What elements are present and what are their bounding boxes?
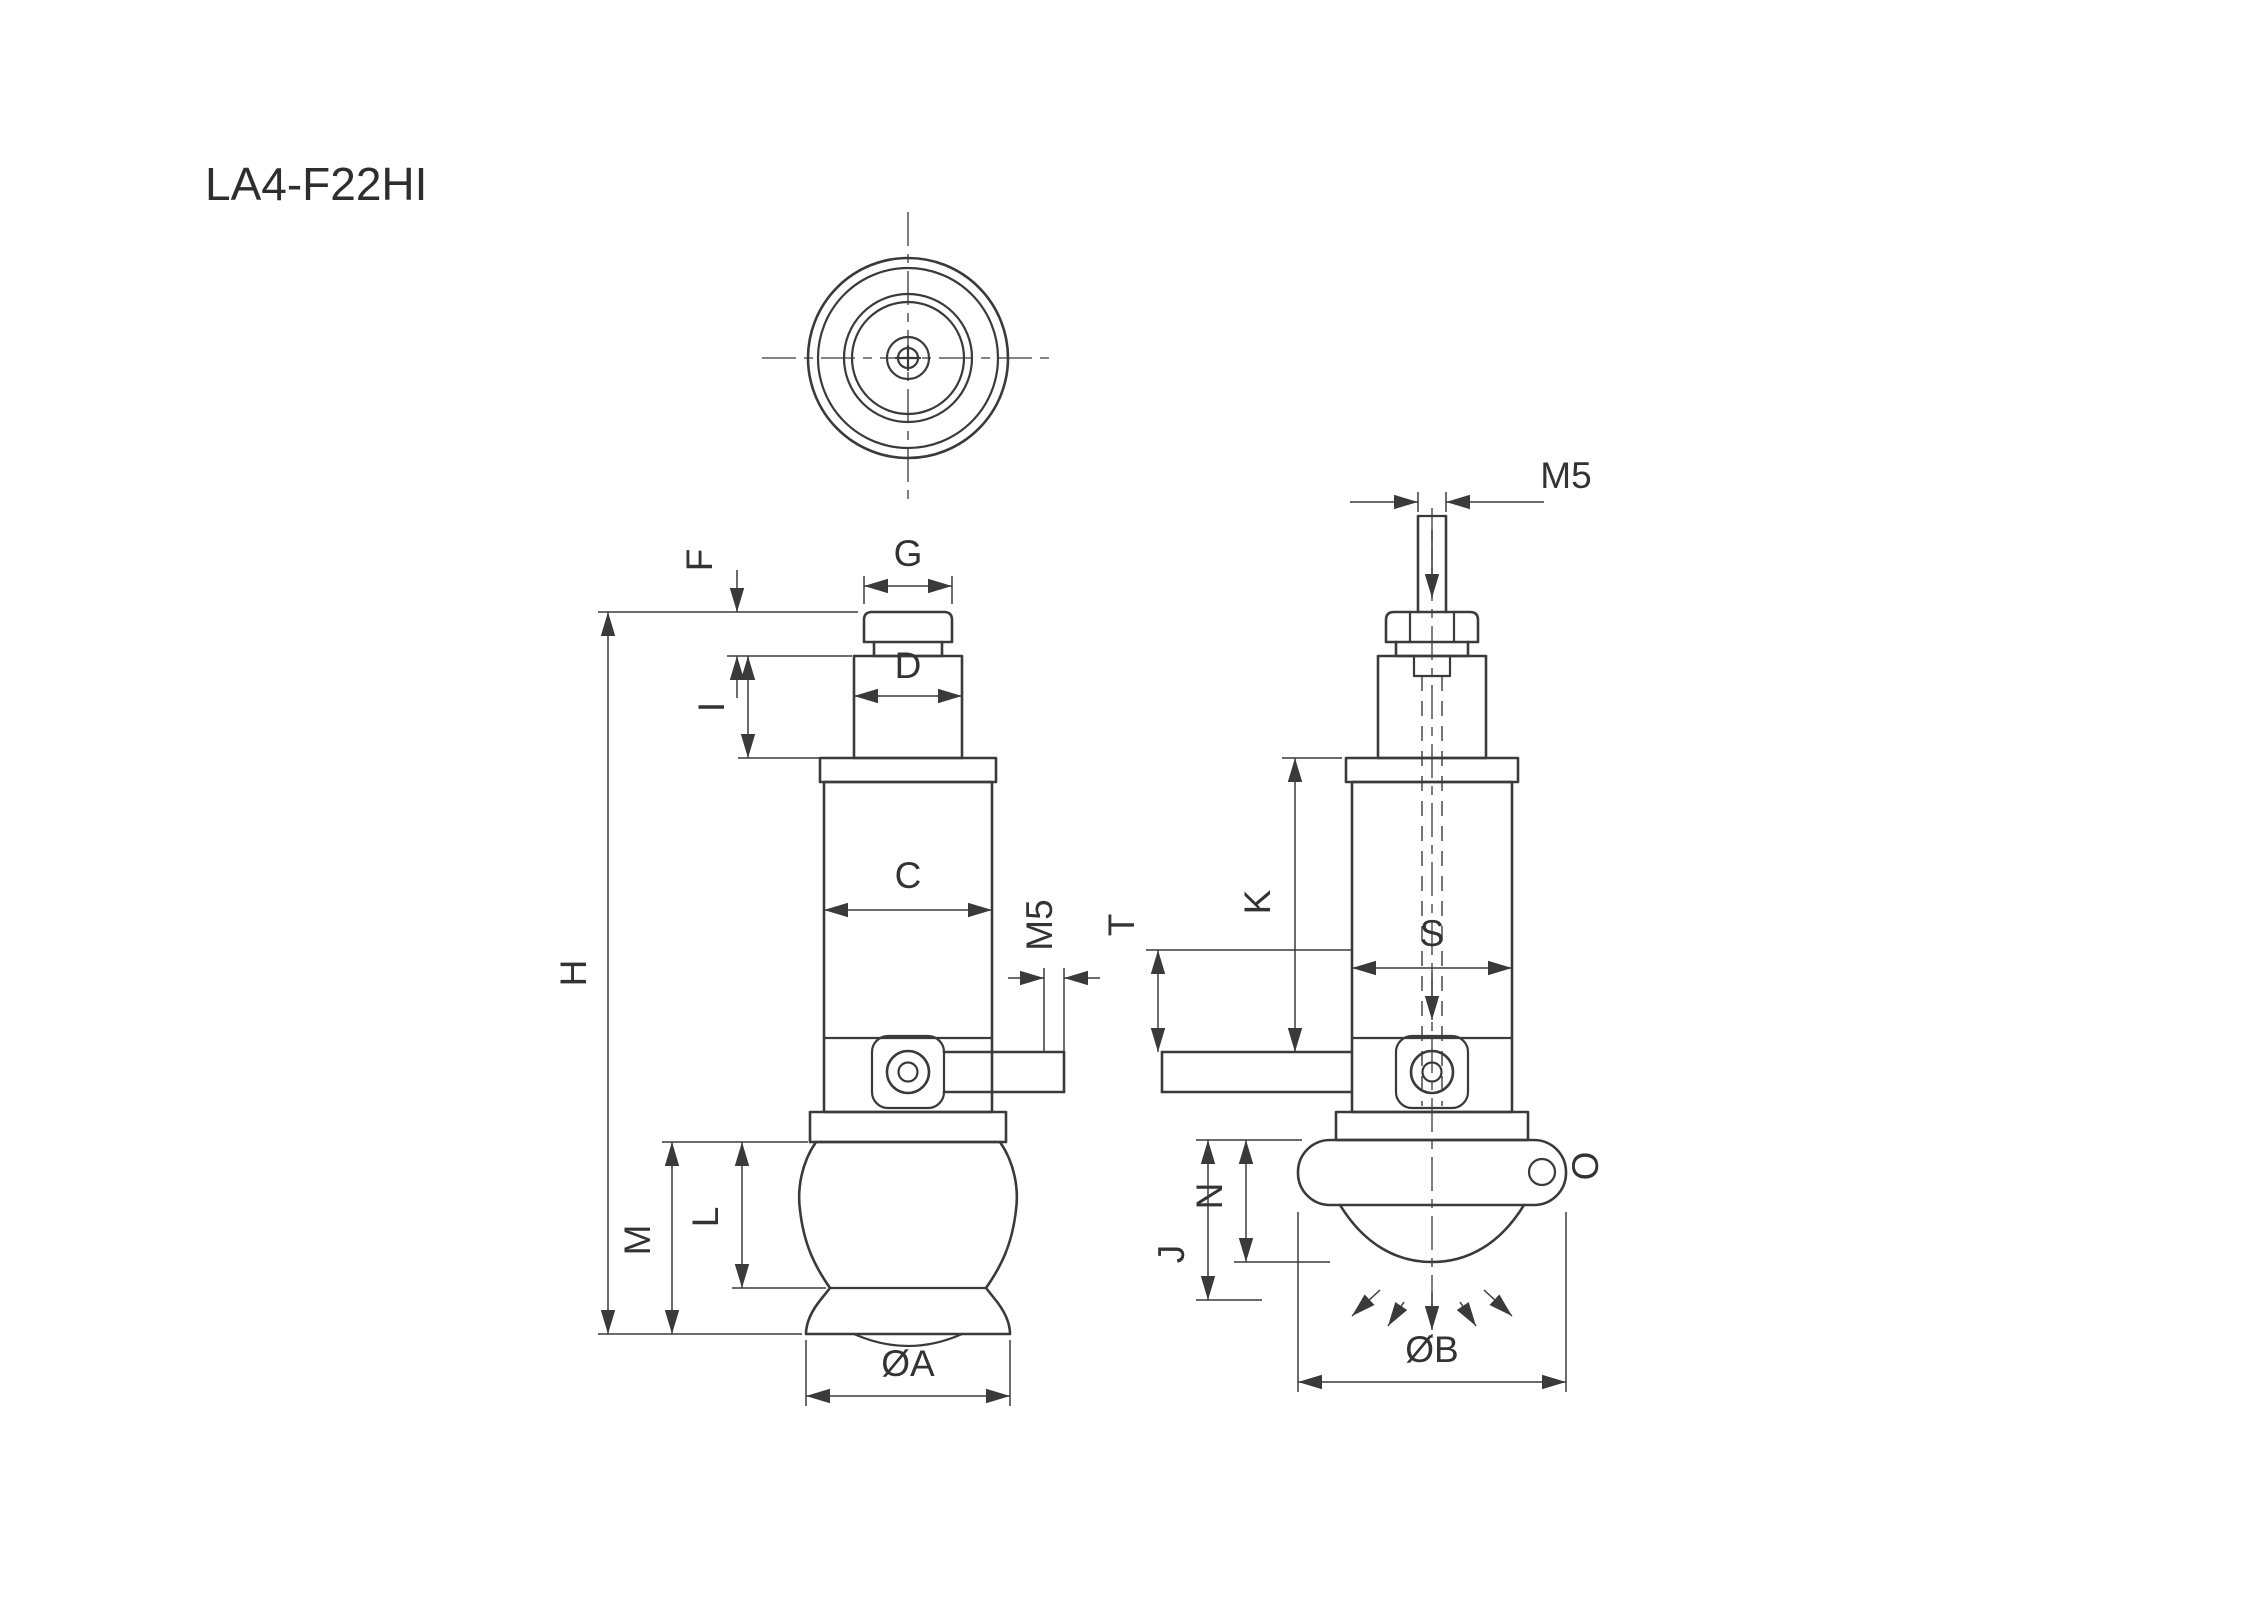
outer-circle bbox=[806, 256, 1010, 460]
adjust-knob bbox=[862, 610, 954, 644]
suction-cup bbox=[797, 1140, 1019, 1336]
dim-label-dia-b: ØB bbox=[1405, 1329, 1458, 1370]
dim-label-l: L bbox=[685, 1207, 726, 1228]
port-boss bbox=[1394, 1034, 1470, 1110]
dim-label-i: I bbox=[691, 702, 732, 712]
dim-label-m5-top: M5 bbox=[1540, 455, 1591, 496]
dim-label-h: H bbox=[553, 960, 594, 987]
o-ring-port bbox=[1527, 1157, 1557, 1187]
port-boss bbox=[870, 1034, 946, 1110]
dim-label-c: C bbox=[895, 855, 922, 896]
adjust-knob bbox=[1384, 610, 1480, 644]
dim-label-j: J bbox=[1151, 1245, 1192, 1264]
top-flange bbox=[818, 756, 998, 784]
drawing-title: LA4-F22HI bbox=[205, 158, 427, 210]
dim-label-o: O bbox=[1565, 1152, 1606, 1181]
thread-recess bbox=[1412, 654, 1452, 678]
cup-dome bbox=[1338, 1203, 1526, 1264]
dim-label-n: N bbox=[1189, 1183, 1230, 1210]
pad-disc bbox=[1296, 1138, 1568, 1207]
dim-label-m5-front: M5 bbox=[1019, 899, 1060, 950]
dim-label-g: G bbox=[894, 533, 923, 574]
vacuum-flow-arrows bbox=[1351, 1289, 1513, 1330]
dim-label-s: S bbox=[1420, 913, 1445, 954]
dim-label-t: T bbox=[1101, 914, 1142, 937]
cup-lip-arc bbox=[852, 1332, 964, 1348]
port-circle bbox=[1409, 1049, 1455, 1095]
top-view bbox=[762, 212, 1054, 504]
side-view-dimensions: M5 K T S N J O ØB bbox=[1101, 455, 1606, 1392]
dim-label-f: F bbox=[679, 549, 720, 572]
dim-label-dia-a: ØA bbox=[881, 1343, 935, 1384]
front-view bbox=[797, 610, 1066, 1348]
bottom-flange bbox=[808, 1110, 1008, 1144]
port-circle bbox=[885, 1049, 931, 1095]
dim-label-m: M bbox=[617, 1225, 658, 1256]
front-view-dimensions: H F G I D C M5 M L bbox=[553, 533, 1100, 1406]
side-view bbox=[1160, 508, 1568, 1338]
dim-label-k: K bbox=[1237, 889, 1278, 914]
dim-label-d: D bbox=[895, 645, 922, 686]
